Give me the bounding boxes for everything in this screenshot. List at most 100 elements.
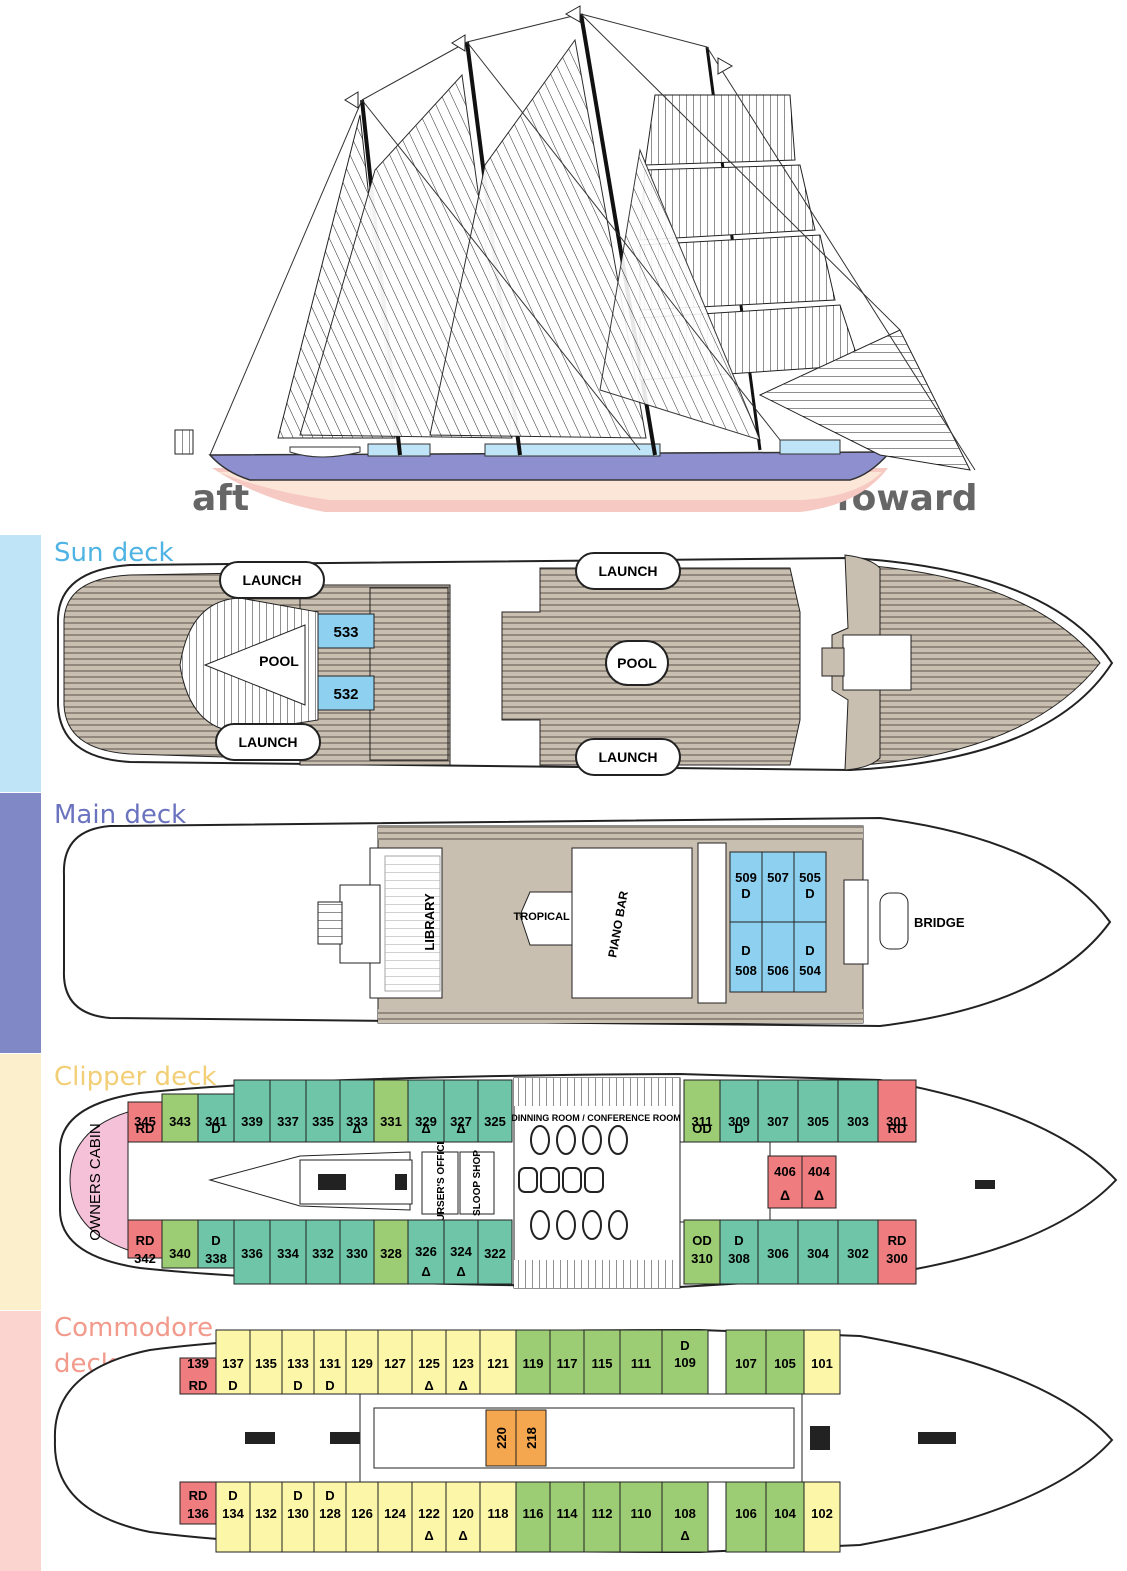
cabin-number: 310 — [691, 1251, 713, 1266]
cabin-number: 302 — [847, 1246, 869, 1261]
cabin-tag: RD — [189, 1378, 208, 1393]
cabin-tag: D — [680, 1338, 689, 1353]
cabin-110 — [619, 1481, 663, 1553]
cabin-number: 328 — [380, 1246, 402, 1261]
cabin-tag: OD — [692, 1233, 712, 1248]
cabin-number: 330 — [346, 1246, 368, 1261]
cabin-number: 101 — [811, 1356, 833, 1371]
cabin-404 — [801, 1155, 837, 1209]
cabin-number: 404 — [808, 1164, 830, 1179]
launch-label: LAUNCH — [598, 563, 657, 579]
cabin-139 — [179, 1357, 217, 1395]
cabin-109 — [661, 1329, 709, 1395]
cabin-number: 114 — [557, 1506, 579, 1521]
cabin-107 — [725, 1329, 767, 1395]
cabin-number: 324 — [450, 1244, 472, 1259]
cabin-111 — [619, 1329, 663, 1395]
cabin-number: 104 — [774, 1506, 796, 1521]
cabin-number: 343 — [169, 1114, 191, 1129]
cabin-number: 306 — [767, 1246, 789, 1261]
dining-table — [556, 1210, 576, 1240]
cabin-218 — [515, 1409, 547, 1467]
cabin-406 — [767, 1155, 803, 1209]
cabin-number: 125 — [418, 1356, 440, 1371]
cabin-tag: Δ — [424, 1378, 433, 1393]
cabin-number: 345 — [134, 1114, 156, 1129]
cabin-number: 337 — [277, 1114, 299, 1129]
cabin-number: 111 — [631, 1356, 651, 1371]
cabin-104 — [765, 1481, 805, 1553]
pool-label: POOL — [617, 655, 657, 671]
cabin-340 — [161, 1219, 199, 1269]
sloop-shop — [459, 1151, 495, 1215]
cabin-134 — [215, 1481, 251, 1553]
cabin-300 — [877, 1219, 917, 1285]
launch-boat — [215, 723, 321, 761]
pursers-office-label: PURSER'S OFFICE — [436, 1138, 447, 1228]
cabin-tag: D — [211, 1233, 220, 1248]
cabin-number: 220 — [494, 1427, 509, 1449]
cabin-tag: D — [293, 1378, 302, 1393]
cabin-number: 106 — [735, 1506, 757, 1521]
cabin-number: 109 — [674, 1355, 696, 1370]
cabin-number: 342 — [134, 1251, 156, 1266]
cabin-328 — [373, 1219, 409, 1285]
dining-table — [562, 1167, 582, 1193]
clipper-deck-label: Clipper deck — [54, 1062, 217, 1092]
cabin-102 — [803, 1481, 841, 1553]
cabin-301 — [877, 1079, 917, 1143]
dining-table — [530, 1210, 550, 1240]
cabin-number: 506 — [767, 963, 789, 978]
cabin-number: 341 — [205, 1114, 227, 1129]
cabin-303 — [837, 1079, 879, 1143]
cabin-number: 307 — [767, 1114, 789, 1129]
cabin-tag: Δ — [456, 1264, 465, 1279]
pool-label: POOL — [259, 653, 299, 669]
cabin-325 — [477, 1079, 513, 1143]
cabin-number: 504 — [799, 963, 821, 978]
sail-square-1 — [644, 94, 796, 166]
cabin-532 — [317, 675, 375, 711]
dining-table — [608, 1125, 628, 1155]
cabin-123 — [445, 1329, 481, 1395]
cabin-311 — [683, 1079, 721, 1143]
cabin-number: 139 — [187, 1356, 209, 1371]
cabin-number: 110 — [631, 1506, 652, 1521]
cabin-329 — [407, 1079, 445, 1143]
flag-3 — [564, 5, 581, 23]
cabin-105 — [765, 1329, 805, 1395]
cabin-number: 327 — [450, 1114, 472, 1129]
cabin-number: 127 — [384, 1356, 406, 1371]
cabin-number: 102 — [811, 1506, 833, 1521]
cabin-number: 108 — [674, 1506, 696, 1521]
piano-bar — [571, 847, 693, 999]
cabin-number: 309 — [728, 1114, 750, 1129]
cabin-121 — [479, 1329, 517, 1395]
deckhouse-3 — [779, 439, 841, 455]
aft-label: aft — [192, 478, 250, 519]
cabin-number: 116 — [523, 1506, 544, 1521]
cabin-124 — [377, 1481, 413, 1553]
hull-blue — [208, 451, 892, 481]
cabin-tag: D — [325, 1488, 334, 1503]
flag-stern — [174, 429, 194, 455]
cabin-331 — [373, 1079, 409, 1143]
sun-aft-module-2 — [369, 587, 449, 761]
cabin-number: 336 — [241, 1246, 263, 1261]
flag-2 — [451, 34, 466, 52]
clipper-deck-plan: OWNERS CABIN PURSER'S OFFICE SLOOP SHOP … — [59, 1072, 1118, 1289]
cabin-305 — [797, 1079, 839, 1143]
ship-profile — [174, 5, 976, 512]
pursers-office — [421, 1151, 459, 1215]
cabin-330 — [339, 1219, 375, 1285]
cabin-number: 122 — [418, 1506, 440, 1521]
commodore-deck-bar — [0, 1311, 41, 1571]
cabin-number: 304 — [807, 1246, 829, 1261]
cabin-101 — [803, 1329, 841, 1395]
dining-table — [556, 1125, 576, 1155]
cabin-334 — [269, 1219, 307, 1285]
cabin-129 — [345, 1329, 379, 1395]
